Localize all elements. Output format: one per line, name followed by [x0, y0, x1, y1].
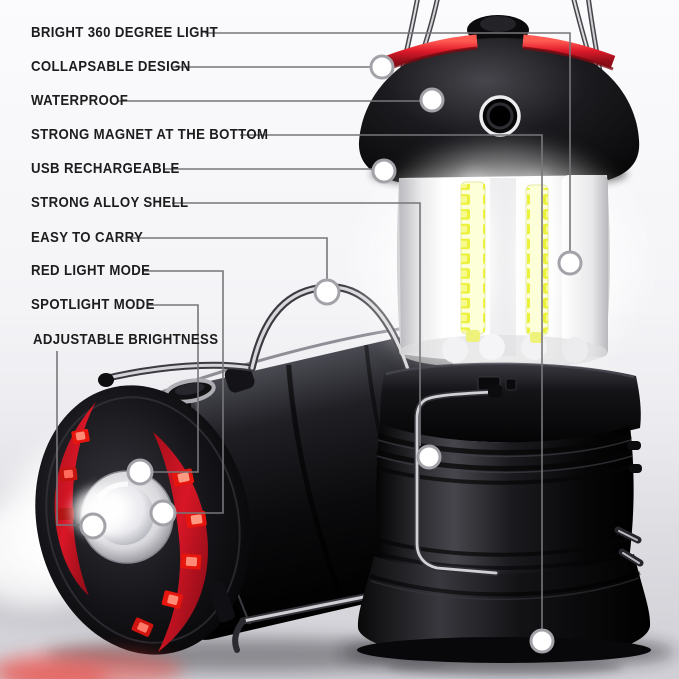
callout-dot-spotlight-mode [126, 458, 154, 486]
leader-line-spotlight-mode [147, 304, 199, 473]
red-led-chips-right [131, 468, 207, 637]
leader-line-strong-alloy-shell [172, 202, 421, 446]
leader-line-easy-to-carry [130, 237, 328, 280]
red-led-crescents [54, 402, 208, 652]
led-strip-right [512, 168, 562, 352]
feature-label-collapsable-design: COLLAPSABLE DESIGN [31, 58, 191, 75]
lantern-lower-body [376, 424, 642, 576]
callout-dot-easy-to-carry [313, 278, 341, 306]
upright-lantern-illustration [342, 0, 662, 663]
callout-dot-bright-360-degree-light [557, 250, 583, 276]
callout-dots [79, 54, 583, 654]
spotlight-lens [66, 470, 174, 564]
callout-dot-waterproof [419, 87, 445, 113]
feature-label-spotlight-mode: SPOTLIGHT MODE [31, 296, 155, 313]
red-light-floor-glow-core [0, 664, 110, 679]
led-strip-left [445, 163, 501, 353]
feature-label-list: BRIGHT 360 DEGREE LIGHT COLLAPSABLE DESI… [0, 0, 340, 360]
leader-line-bright-360-degree-light [205, 32, 571, 251]
feature-label-strong-magnet: STRONG MAGNET AT THE BOTTOM [31, 126, 269, 143]
red-360-light-ring [385, 34, 616, 71]
leader-line-strong-magnet [240, 134, 543, 629]
feature-label-waterproof: WATERPROOF [31, 92, 129, 109]
lantern-globe [396, 163, 610, 369]
lantern-base [357, 554, 651, 663]
callout-dot-strong-alloy-shell [416, 444, 442, 470]
leader-line-adjustable-brightness [56, 351, 81, 526]
upright-lantern-folded-handle [414, 385, 644, 576]
feature-label-usb-rechargeable: USB RECHARGEABLE [31, 160, 180, 177]
feature-label-adjustable-brightness: ADJUSTABLE BRIGHTNESS [33, 331, 219, 348]
leader-line-red-light-mode [143, 270, 224, 514]
callout-dot-red-light-mode [149, 499, 177, 527]
feature-label-bright-360-degree-light: BRIGHT 360 DEGREE LIGHT [31, 24, 219, 41]
usb-port [479, 95, 521, 137]
callout-dot-usb-rechargeable [371, 158, 397, 184]
feature-label-easy-to-carry: EASY TO CARRY [31, 229, 144, 246]
callout-dot-collapsable-design [369, 54, 395, 80]
feature-label-strong-alloy-shell: STRONG ALLOY SHELL [31, 194, 189, 211]
red-led-chips-left [57, 428, 90, 521]
top-knob [467, 15, 529, 45]
callout-dot-strong-magnet [529, 628, 555, 654]
callout-leader-lines [56, 32, 571, 629]
feature-label-red-light-mode: RED LIGHT MODE [31, 262, 151, 279]
callout-dot-adjustable-brightness [79, 512, 107, 540]
